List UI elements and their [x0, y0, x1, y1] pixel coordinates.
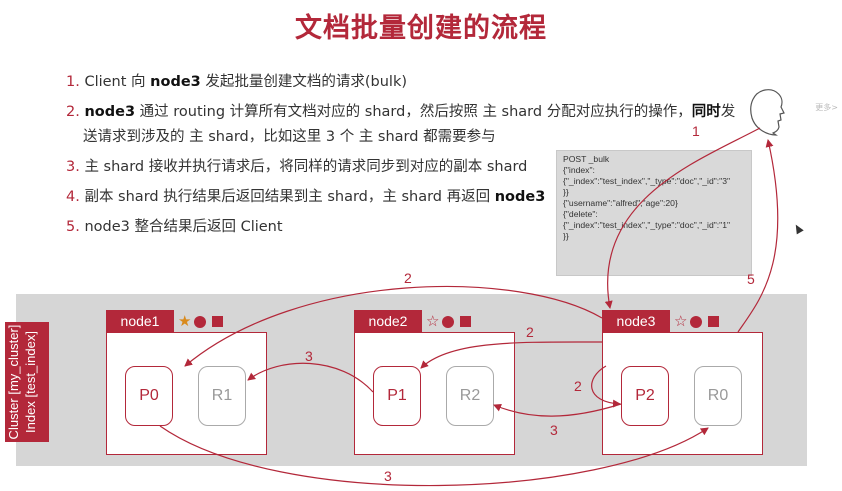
- label-step-1: 1: [692, 123, 700, 139]
- shard-p2: P2: [621, 366, 669, 426]
- step-text: 送请求到涉及的 主 shard，比如这里 3 个 主 shard 都需要参与: [83, 129, 496, 145]
- square-icon: [212, 316, 224, 327]
- shard-p1: P1: [373, 366, 421, 426]
- step-bold: node3: [84, 104, 136, 120]
- square-icon: [708, 316, 720, 327]
- square-icon: [460, 316, 472, 327]
- label-step-3: 3: [384, 468, 392, 484]
- step-text: 发起批量创建文档的请求(bulk): [200, 74, 407, 90]
- code-line: POST _bulk: [563, 154, 610, 164]
- code-line: {"index":: [563, 165, 595, 175]
- step-text: node3 整合结果后返回 Client: [84, 219, 283, 235]
- step-text: Client 向: [84, 74, 151, 90]
- node2-roles: ☆: [426, 310, 472, 332]
- node2-tab: node2: [354, 310, 422, 332]
- shard-r2: R2: [446, 366, 494, 426]
- shard-r0: R0: [694, 366, 742, 426]
- node3-roles: ☆: [674, 310, 720, 332]
- circle-icon: [442, 315, 455, 328]
- more-link[interactable]: 更多>: [815, 103, 838, 112]
- bulk-request-code: POST _bulk {"index": {"_index":"test_ind…: [556, 150, 752, 276]
- label-step-2: 2: [574, 378, 582, 394]
- label-step-5: 5: [747, 271, 755, 287]
- arrow-node3-to-p1: [420, 341, 603, 369]
- label-step-2: 2: [526, 324, 534, 340]
- code-line: {"username":"alfred","age":20}: [563, 198, 678, 208]
- shard-p0: P0: [125, 366, 173, 426]
- circle-icon: [194, 315, 207, 328]
- star-outline-icon: ☆: [674, 312, 688, 330]
- circle-icon: [690, 315, 703, 328]
- step-2: 2. node3 通过 routing 计算所有文档对应的 shard，然后按照…: [66, 100, 766, 124]
- label-step-2: 2: [404, 270, 412, 286]
- star-outline-icon: ☆: [426, 312, 440, 330]
- step-text: 通过 routing 计算所有文档对应的 shard，然后按照 主 shard …: [135, 104, 692, 120]
- step-number: 1.: [66, 74, 80, 90]
- client-head-icon: [750, 89, 785, 136]
- step-bold: node3: [150, 74, 201, 90]
- step-4: 4. 副本 shard 执行结果后返回结果到主 shard，主 shard 再返…: [66, 185, 766, 209]
- arrow-p2-to-r2: [493, 403, 622, 417]
- step-2-continued: 送请求到涉及的 主 shard，比如这里 3 个 主 shard 都需要参与: [66, 125, 766, 149]
- code-line: {"_index":"test_index","_type":"doc","_i…: [563, 220, 731, 230]
- step-3: 3. 主 shard 接收并执行请求后，将同样的请求同步到对应的副本 shard: [66, 155, 766, 179]
- step-number: 2.: [66, 104, 80, 120]
- arrow-p0-to-r0: [159, 425, 709, 487]
- code-line: }}: [563, 231, 569, 241]
- step-1: 1. Client 向 node3 发起批量创建文档的请求(bulk): [66, 70, 766, 94]
- master-star-icon: ★: [178, 312, 192, 330]
- code-line: {"_index":"test_index","_type":"doc","_i…: [563, 176, 731, 186]
- label-step-3: 3: [305, 348, 313, 364]
- steps-list: 1. Client 向 node3 发起批量创建文档的请求(bulk) 2. n…: [66, 70, 766, 245]
- node1-tab: node1: [106, 310, 174, 332]
- step-5: 5. node3 整合结果后返回 Client: [66, 215, 766, 239]
- step-number: 3.: [66, 159, 80, 175]
- arrow-node3-to-client: [737, 139, 779, 333]
- shard-r1: R1: [198, 366, 246, 426]
- step-text: 发: [720, 104, 736, 120]
- node3-tab: node3: [602, 310, 670, 332]
- step-text: 主 shard 接收并执行请求后，将同样的请求同步到对应的副本 shard: [84, 159, 528, 175]
- arrow-node3-to-p2: [591, 365, 621, 408]
- node1-roles: ★: [178, 310, 224, 332]
- arrow-p0-to-r1: [247, 362, 374, 393]
- step-bold: 同时: [691, 104, 721, 120]
- label-step-3: 3: [550, 422, 558, 438]
- page-title: 文档批量创建的流程: [295, 13, 547, 44]
- code-line: }}: [563, 187, 569, 197]
- step-number: 4.: [66, 189, 80, 205]
- step-text: 副本 shard 执行结果后返回结果到主 shard，主 shard 再返回: [84, 189, 495, 205]
- arrow-client-to-node3: [604, 127, 761, 309]
- step-number: 5.: [66, 219, 80, 235]
- arrow-node3-to-p0: [184, 285, 603, 367]
- code-line: {"delete":: [563, 209, 598, 219]
- step-bold: node3: [494, 189, 546, 205]
